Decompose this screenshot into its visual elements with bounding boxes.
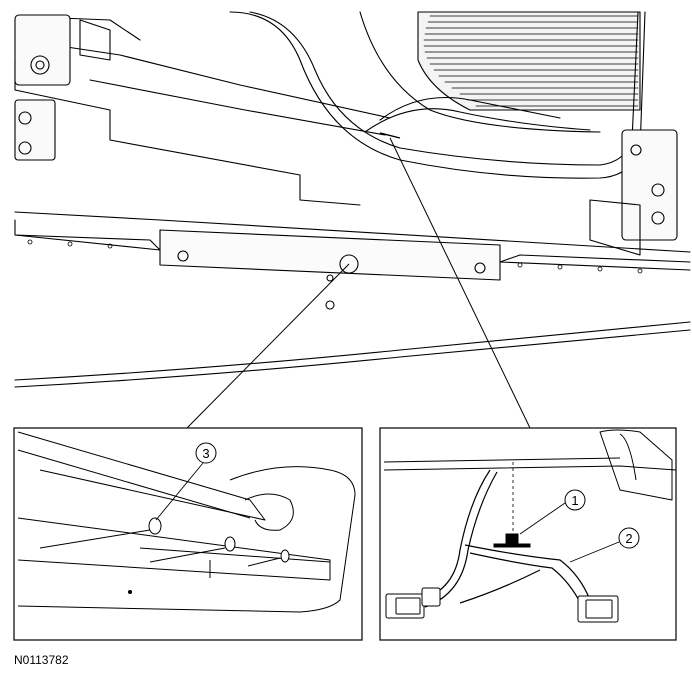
radiator-grille bbox=[417, 11, 641, 111]
right-bracket bbox=[589, 129, 678, 256]
left-bracket bbox=[14, 14, 111, 161]
upper-beam bbox=[14, 59, 361, 206]
detail-leader-lines bbox=[186, 132, 531, 429]
main-overview-illustration bbox=[14, 11, 691, 388]
left-detail-view bbox=[13, 427, 363, 641]
wiring-harness bbox=[419, 469, 591, 608]
push-pin-fasteners bbox=[39, 517, 290, 567]
callout-3-label: 3 bbox=[202, 446, 209, 461]
harness-connectors bbox=[385, 587, 619, 623]
callout-2-label: 2 bbox=[625, 531, 632, 546]
leader-to-left-detail bbox=[186, 263, 350, 429]
callout-1: 1 bbox=[519, 489, 586, 535]
push-pin-hole bbox=[339, 254, 359, 274]
callout-2: 2 bbox=[569, 527, 640, 563]
lower-fascia bbox=[14, 321, 691, 381]
callout-1-label: 1 bbox=[571, 493, 578, 508]
harness-clip bbox=[493, 462, 531, 548]
figure-id: N0113782 bbox=[14, 653, 69, 667]
leader-to-right-detail bbox=[389, 137, 531, 429]
callout-3: 3 bbox=[155, 442, 217, 521]
